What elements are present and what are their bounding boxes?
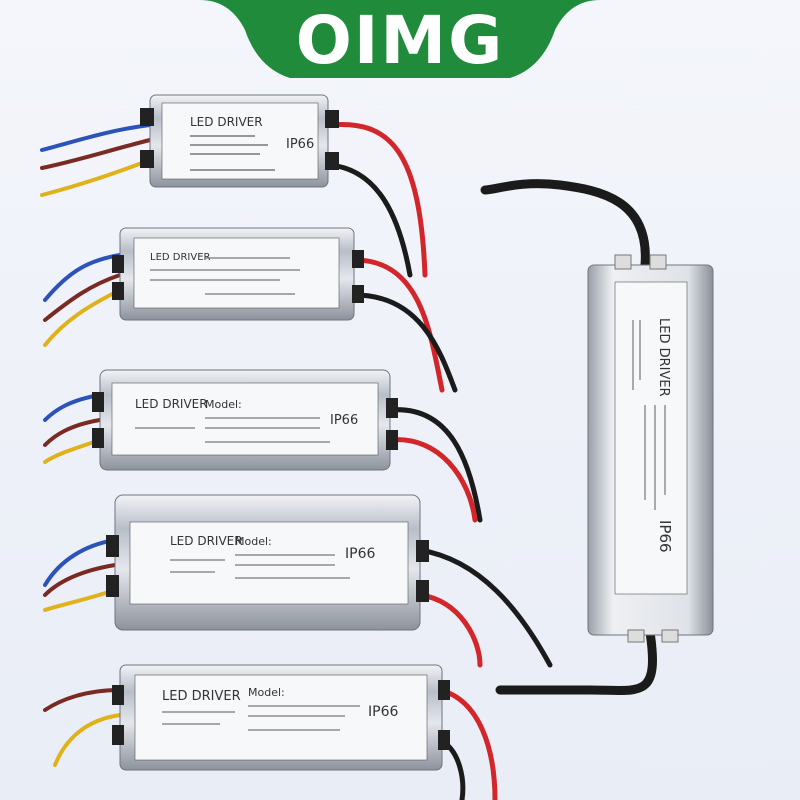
driver-3-model: Model: — [205, 398, 242, 411]
driver-1-title: LED DRIVER — [190, 115, 263, 129]
led-driver-5 — [112, 664, 450, 771]
driver-4-spec-lines — [170, 554, 350, 579]
banner-shape — [200, 0, 600, 78]
driver-3-ip: IP66 — [330, 413, 358, 428]
led-driver-6 — [587, 254, 714, 643]
brand-logo-text: OIMG — [295, 1, 505, 79]
driver-3-title: LED DRIVER — [135, 397, 208, 411]
brand-banner: OIMG — [200, 0, 600, 80]
led-driver-3 — [92, 369, 398, 471]
driver-3-spec-lines — [135, 417, 330, 443]
driver-6-spec-lines — [632, 320, 666, 510]
wires — [40, 121, 657, 800]
driver-4-title: LED DRIVER — [170, 534, 243, 548]
led-driver-1 — [140, 94, 339, 188]
driver-2-title: LED DRIVER — [150, 252, 211, 263]
driver-6-title: LED DRIVER — [656, 318, 671, 397]
driver-5-spec-lines — [162, 705, 360, 731]
driver-5-model: Model: — [248, 686, 285, 699]
driver-2-spec-lines — [150, 257, 300, 295]
led-driver-2 — [112, 227, 364, 321]
led-driver-4 — [106, 494, 429, 631]
driver-1-spec-lines — [190, 135, 275, 171]
driver-4-model: Model: — [235, 535, 272, 548]
driver-1-ip: IP66 — [286, 137, 314, 152]
driver-6-ip: IP66 — [656, 520, 674, 553]
driver-4-ip: IP66 — [345, 546, 375, 562]
driver-5-ip: IP66 — [368, 704, 398, 720]
driver-5-title: LED DRIVER — [162, 689, 241, 704]
